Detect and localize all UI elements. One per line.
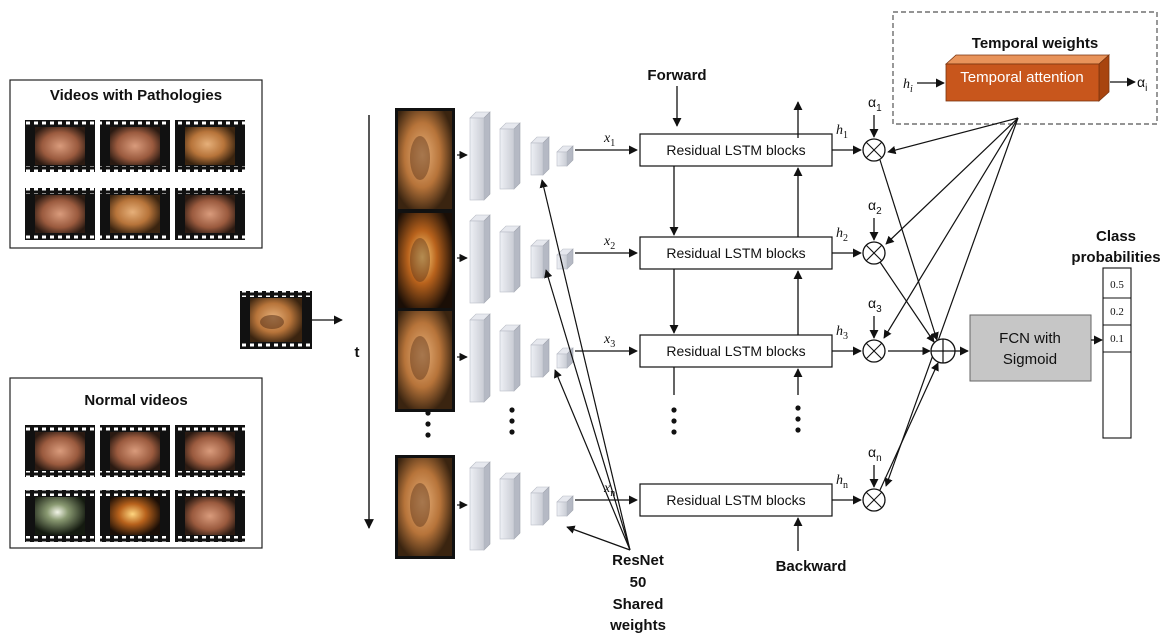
resnet-layers [469,214,574,304]
attention-dashed-box [892,11,1158,125]
resnet-line-2: 50 [630,574,647,591]
normal-thumbnail [25,490,95,542]
resnet-line-1: ResNet [612,552,664,569]
pathology-videos-group: Videos with Pathologies [9,79,263,249]
normal-thumbnail [175,490,245,542]
ellipsis-cnn [509,407,515,435]
hidden-symbol: h2 [836,226,848,244]
frame-column [395,108,468,559]
resnet-layers [469,111,574,201]
resnet-layers [469,313,574,403]
normal-videos-group: Normal videos [9,377,263,549]
hidden-symbol: hn [836,473,848,491]
fcn-line-1: FCN with [999,330,1061,347]
video-frame [395,210,468,314]
probability-value: 0.2 [1110,306,1124,318]
pathology-thumbnail [175,188,245,240]
ellipsis-frames [425,410,431,438]
resnet-line-3: Shared [613,596,664,613]
residual-lstm-box [639,236,833,270]
resnet-layers [469,461,574,551]
normal-thumbnail [100,425,170,477]
probability-value: 0.5 [1110,279,1124,291]
temporal-attention-label: Temporal attention [960,69,1083,86]
forward-label: Forward [647,67,706,84]
input-symbol: x3 [603,332,615,350]
output-title-1: Class [1096,228,1136,245]
output-title-2: probabilities [1071,249,1160,266]
to-sum-arrows [879,159,939,491]
fcn-line-2: Sigmoid [1003,351,1057,368]
normal-thumbnail [100,490,170,542]
input-symbol: x1 [603,131,615,149]
pathology-thumbnail [100,188,170,240]
pathology-thumbnail [100,120,170,172]
attention-input-symbol: hi [903,77,913,95]
residual-lstm-label: Residual LSTM blocks [666,343,805,359]
ellipsis-backward [795,405,801,433]
weight-symbol: α1 [868,94,882,114]
hidden-symbol: h3 [836,324,848,342]
shared-weight-arrows [539,179,631,551]
weight-symbol: α3 [868,295,882,315]
video-frame [395,308,468,412]
multiply-node [862,488,886,512]
attention-rays [883,117,1019,487]
pathology-thumbnail [25,120,95,172]
normal-thumbnail [175,425,245,477]
pathology-thumbnail [25,188,95,240]
residual-lstm-box [639,334,833,368]
class-probabilities: Class probabilities 0.5 0.2 0.1 [1071,228,1161,439]
pathology-title: Videos with Pathologies [50,87,222,104]
residual-lstm-label: Residual LSTM blocks [666,245,805,261]
normal-thumbnail [25,425,95,477]
pathology-thumbnails [25,120,245,240]
probability-cell: 0.2 [1103,306,1131,326]
multiply-node [862,138,886,162]
resnet-label: ResNet 50 Shared weights [609,552,666,633]
residual-lstm-label: Residual LSTM blocks [666,492,805,508]
multiply-node [862,339,886,363]
ellipsis-forward [671,407,677,435]
residual-lstm-label: Residual LSTM blocks [666,142,805,158]
backward-label: Backward [776,558,847,575]
input-symbol: xn [603,481,615,499]
hidden-symbol: h1 [836,123,848,141]
video-frame [395,455,468,559]
normal-thumbnails [25,425,245,542]
attention-title: Temporal weights [972,35,1098,52]
multiply-node [862,241,886,265]
probability-cell: 0.1 [1103,333,1131,353]
resnet-line-4: weights [609,617,666,633]
sum-node [930,338,956,364]
pathology-thumbnail [175,120,245,172]
fcn-sigmoid-box: FCN with Sigmoid [969,314,1092,382]
input-video-clip [240,291,312,349]
video-frame [395,108,468,212]
attention-output-symbol: αi [1137,74,1147,94]
resnet-column [469,111,574,551]
input-symbol: x2 [603,234,615,252]
temporal-attention-box [945,63,1100,102]
probability-value: 0.1 [1110,333,1124,345]
normal-title: Normal videos [84,392,187,409]
temporal-attention-module: Temporal weights Temporal attention hi α… [892,11,1158,125]
weight-symbol: α2 [868,197,882,217]
probability-cell: 0.5 [1103,279,1131,299]
time-axis-label: t [355,344,360,361]
weight-symbol: αn [868,444,882,464]
